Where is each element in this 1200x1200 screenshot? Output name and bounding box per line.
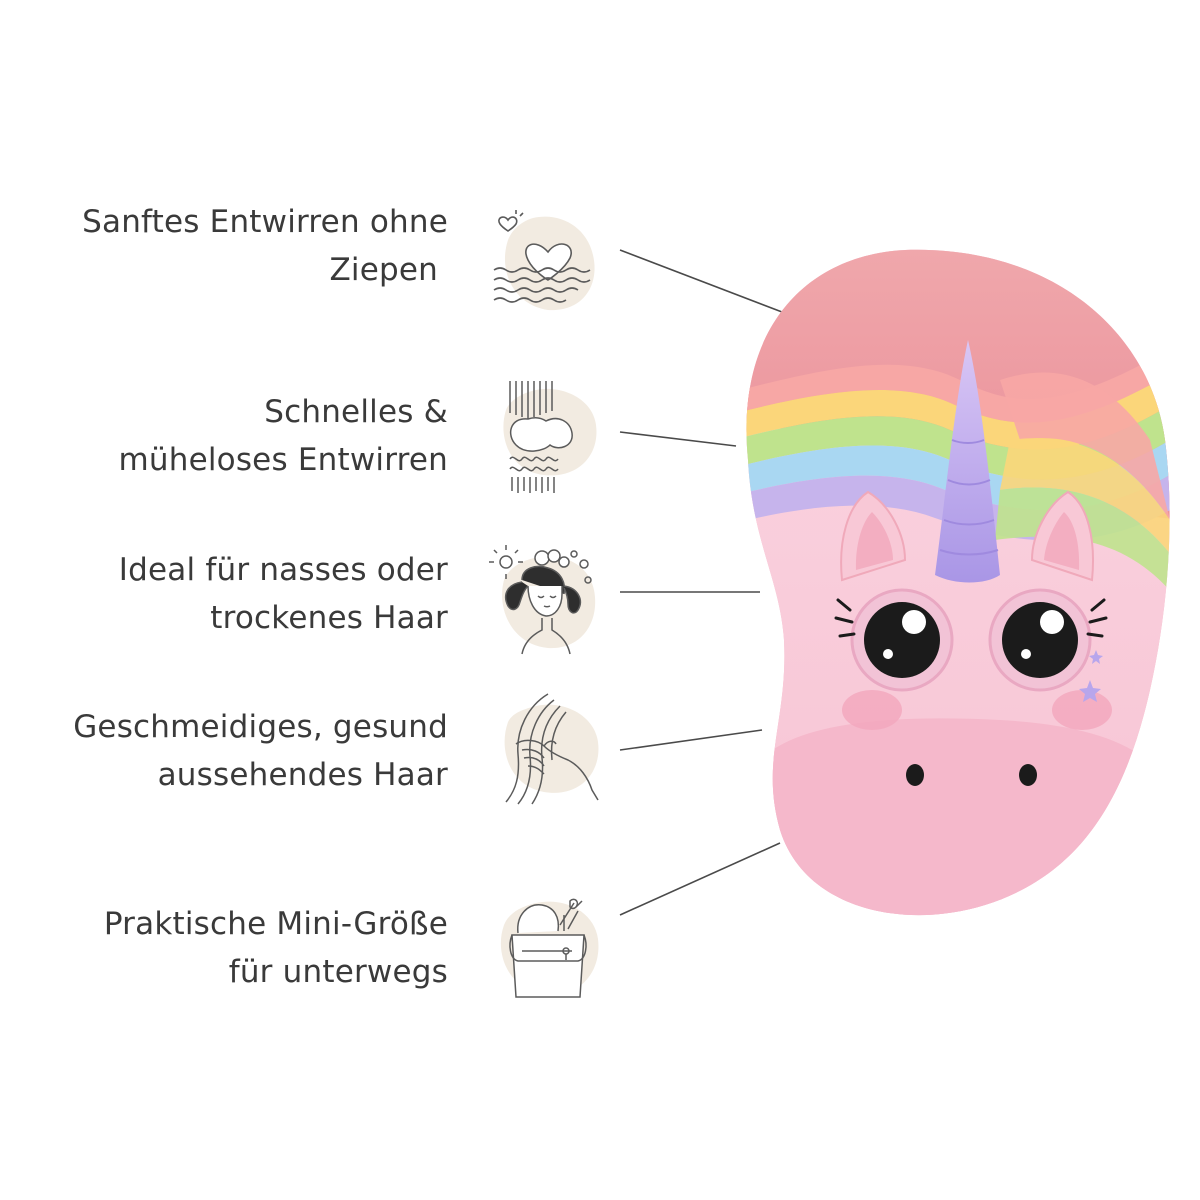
feature-1-line1: Sanftes Entwirren ohne <box>82 204 448 240</box>
feature-label-1: Sanftes Entwirren ohne Ziepen <box>0 198 448 294</box>
connector-line-4 <box>619 729 763 751</box>
wet-dry-hair-icon <box>488 540 608 660</box>
feature-label-3: Ideal für nasses oder trockenes Haar <box>0 546 448 642</box>
travel-bag-icon <box>488 885 608 1005</box>
feature-label-2: Schnelles & müheloses Entwirren <box>0 388 448 484</box>
unicorn-nostril-left <box>906 764 924 786</box>
feature-label-4: Geschmeidiges, gesund aussehendes Haar <box>0 703 448 799</box>
unicorn-ears <box>840 490 1094 582</box>
unicorn-nostril-right <box>1019 764 1037 786</box>
feature-5-line1: Praktische Mini-Größe <box>103 906 448 942</box>
unicorn-muzzle <box>746 718 1170 916</box>
feature-4-line2: aussehendes Haar <box>157 757 448 793</box>
feature-3-line1: Ideal für nasses oder <box>118 552 448 588</box>
feature-2-line1: Schnelles & <box>264 394 448 430</box>
hand-hair-icon <box>488 690 608 810</box>
connector-line-5 <box>619 842 781 916</box>
feature-1-line2: Ziepen <box>329 252 438 288</box>
hair-strands-icon <box>488 375 608 495</box>
feature-3-line2: trockenes Haar <box>210 600 448 636</box>
feature-5-line2: für unterwegs <box>228 954 448 990</box>
feature-label-5: Praktische Mini-Größe für unterwegs <box>0 900 448 996</box>
feature-2-line2: müheloses Entwirren <box>118 442 448 478</box>
connector-line-2 <box>619 431 737 447</box>
unicorn-eyes <box>834 588 1108 692</box>
heart-waves-icon <box>488 200 608 320</box>
feature-4-line1: Geschmeidiges, gesund <box>73 709 448 745</box>
connector-line-1 <box>619 249 783 313</box>
